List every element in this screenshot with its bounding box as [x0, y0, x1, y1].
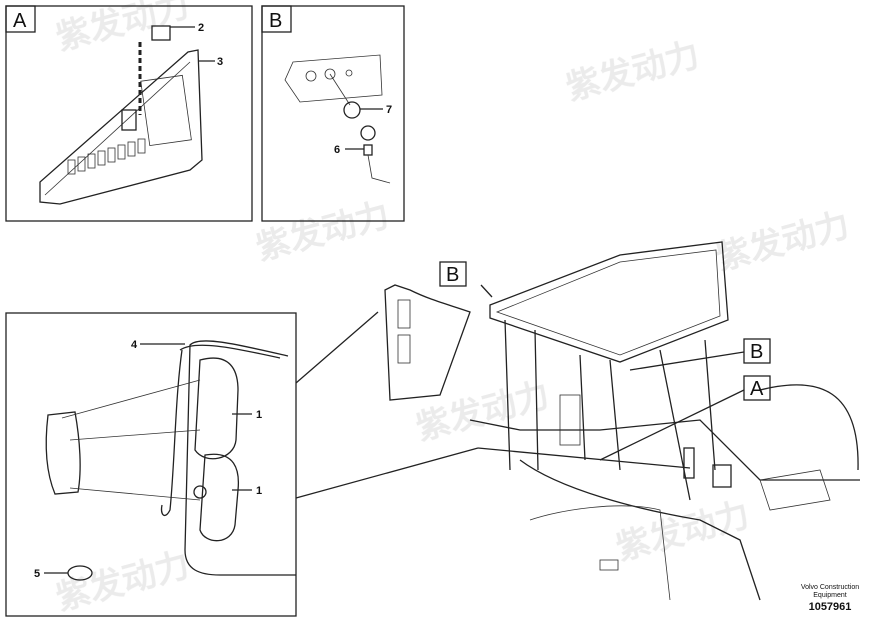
- callout-7: 7: [386, 104, 392, 116]
- svg-text:紫发动力: 紫发动力: [52, 0, 194, 59]
- detail-a-label: A: [13, 10, 27, 32]
- svg-text:紫发动力: 紫发动力: [412, 375, 554, 449]
- company-name-line2: Equipment: [813, 592, 847, 599]
- detail-b-label: B: [269, 10, 282, 32]
- drawing-number: 1057961: [808, 601, 852, 613]
- callout-4: 4: [131, 339, 138, 351]
- main-callout-b-top: B: [439, 261, 467, 287]
- callout-1-upper: 1: [256, 409, 262, 421]
- callout-2: 2: [198, 22, 204, 34]
- svg-text:紫发动力: 紫发动力: [712, 205, 854, 279]
- svg-text:紫发动力: 紫发动力: [562, 35, 704, 109]
- callout-6: 6: [334, 144, 340, 156]
- callout-1-lower: 1: [256, 485, 262, 497]
- detail-b-panel: B 7 6: [261, 5, 405, 222]
- main-callout-a: A: [743, 375, 771, 401]
- main-callout-b-right: B: [743, 338, 771, 364]
- mirror-detail-panel: 4 1 1 5: [5, 312, 297, 617]
- drawing-footer: Volvo Construction Equipment 1057961: [790, 584, 870, 614]
- watermark: 紫发动力 紫发动力 紫发动力 紫发动力 紫发动力 紫发动力 紫发动力: [52, 0, 854, 619]
- callout-3: 3: [217, 56, 223, 68]
- svg-text:B: B: [750, 341, 763, 363]
- detail-a-panel: A 2 3: [5, 5, 253, 222]
- svg-text:A: A: [750, 378, 764, 400]
- svg-text:紫发动力: 紫发动力: [252, 195, 394, 269]
- company-name-line1: Volvo Construction: [800, 584, 860, 591]
- svg-text:紫发动力: 紫发动力: [52, 545, 194, 619]
- callout-5: 5: [34, 568, 40, 580]
- svg-text:B: B: [446, 264, 459, 286]
- main-cab-view: [384, 241, 860, 601]
